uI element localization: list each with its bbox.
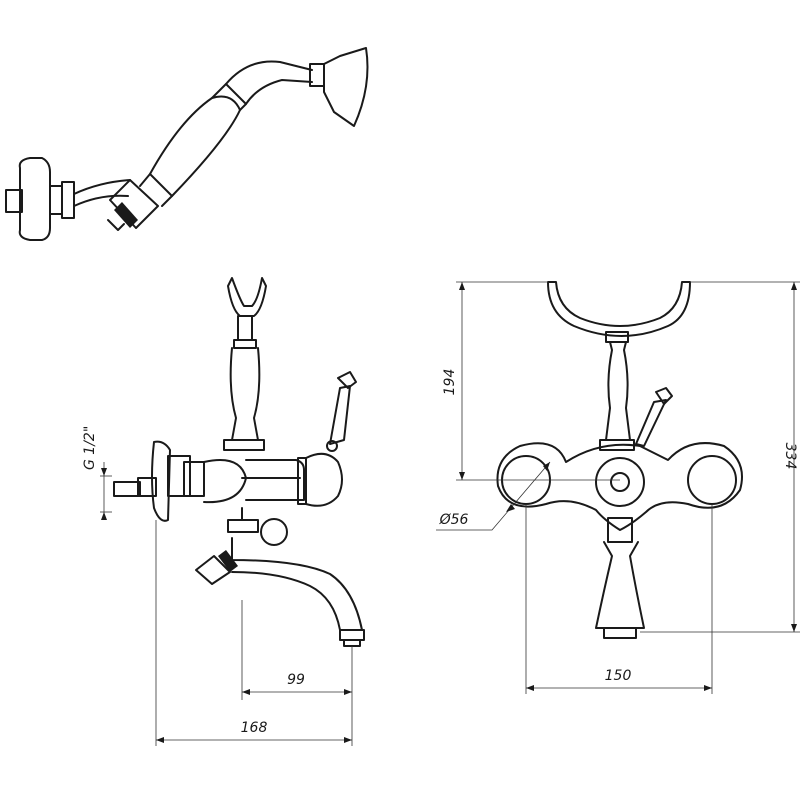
dim-168-label: 168	[241, 720, 268, 736]
dim-334-label: 334	[782, 443, 798, 470]
hand-shower-view	[5, 47, 369, 241]
dim-diameter-label: Ø56	[439, 512, 469, 528]
dim-150-label: 150	[605, 668, 632, 684]
side-view	[100, 277, 365, 746]
dim-99-label: 99	[287, 672, 305, 688]
front-view	[436, 281, 800, 694]
thread-size-label: G 1/2"	[82, 426, 98, 470]
dim-194-label: 194	[442, 369, 458, 396]
